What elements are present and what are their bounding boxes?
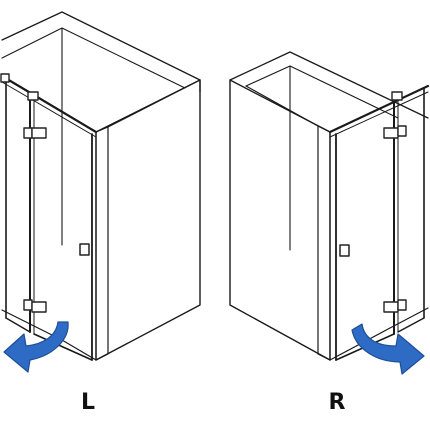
hinge-icon [23, 127, 47, 139]
right-room-top-outline [229, 51, 429, 119]
right-top-clamp [391, 91, 403, 101]
right-wall-top-return [245, 85, 319, 127]
left-room-inner-corner [1, 27, 186, 89]
right-shower-enclosure [229, 51, 430, 361]
left-room-top-outline [1, 11, 201, 93]
right-floor-line [329, 307, 429, 361]
hinge-icon [23, 299, 47, 313]
right-side-wall-front [229, 79, 331, 361]
left-shower-enclosure [0, 11, 201, 361]
left-side-wall-front [95, 79, 201, 361]
curved-arrow-icon [3, 321, 69, 373]
right-door-top-rail [328, 84, 430, 134]
left-wall-top-return [107, 79, 201, 128]
left-fixed-bottom [5, 317, 31, 333]
right-door [328, 84, 430, 361]
left-door-top-rail-inner [1, 81, 97, 138]
left-corner-clamp [0, 73, 10, 83]
left-door-top-rail [0, 74, 98, 134]
right-arrow-body [351, 323, 425, 375]
right-door-top-rail-inner [329, 91, 429, 138]
right-fixed-bottom [397, 317, 425, 333]
hinge-icon [383, 125, 407, 139]
left-door-bottom [33, 333, 93, 361]
door-handle-icon [339, 244, 350, 257]
left-variant-label: L [80, 390, 96, 415]
curved-arrow-icon [351, 323, 425, 375]
right-variant-label: R [328, 390, 346, 415]
hinge-icon [383, 299, 407, 313]
left-top-clamp [27, 91, 39, 101]
left-side-wall-face [95, 126, 109, 361]
door-handle-icon [79, 243, 90, 256]
left-arrow-body [3, 321, 69, 373]
right-side-wall-face [317, 125, 331, 361]
